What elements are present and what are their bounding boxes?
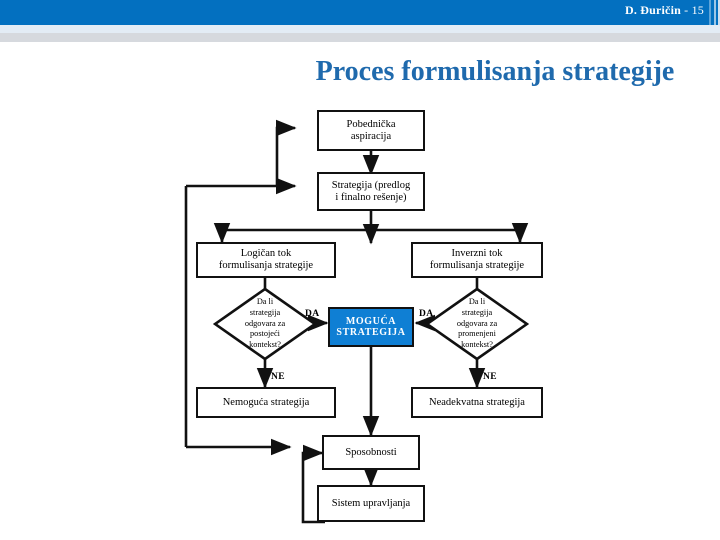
header-author: D. Đuričin: [624, 3, 681, 17]
node-line: Neadekvatna strategija: [429, 396, 525, 408]
header-notch-line: [709, 0, 711, 25]
node-line: Da li: [256, 297, 274, 307]
node-line: aspiracija: [350, 130, 392, 142]
node-line: strategija: [249, 308, 281, 318]
header-notch-line: [718, 0, 720, 25]
edge-label-da-right: DA: [419, 309, 434, 319]
edge-label-ne-left: NE: [271, 372, 285, 382]
header-notch-line: [714, 0, 716, 25]
node-line: postojeći: [250, 329, 280, 339]
node-nemoguca-strategija[interactable]: Nemoguća strategija: [196, 387, 336, 418]
node-line: Da li: [468, 297, 486, 307]
node-line: Inverzni tok: [451, 248, 503, 260]
node-pobednicka-aspiracija[interactable]: Pobednička aspiracija: [317, 110, 425, 151]
header-page-number: 15: [691, 3, 704, 17]
node-line: Nemoguća strategija: [222, 396, 310, 408]
node-sistem-upravljanja[interactable]: Sistem upravljanja: [317, 485, 425, 522]
node-line: odgovara za: [244, 318, 286, 328]
edge-label-ne-right: NE: [483, 372, 497, 382]
node-sposobnosti[interactable]: Sposobnosti: [322, 435, 420, 470]
header-author-page: D. Đuričin - 15: [625, 3, 704, 18]
node-line: promenjeni: [458, 329, 496, 339]
decision-diamond-postojeci[interactable]: Da li strategija odgovara za postojeći k…: [221, 290, 309, 358]
node-line: odgovara za: [456, 318, 498, 328]
node-strategija[interactable]: Strategija (predlog i finalno rešenje): [317, 172, 425, 211]
flowchart-diagram: Pobednička aspiracija Strategija (predlo…: [0, 95, 720, 540]
node-line: STRATEGIJA: [336, 327, 406, 338]
node-inverzni-tok[interactable]: Inverzni tok formulisanja strategije: [411, 242, 543, 278]
header-gray-band: [0, 33, 720, 42]
edge-label-da-left: DA: [305, 309, 320, 319]
node-line: MOGUĆA: [345, 315, 397, 327]
node-logican-tok[interactable]: Logičan tok formulisanja strategije: [196, 242, 336, 278]
page-title: Proces formulisanja strategije: [315, 56, 675, 87]
node-line: Sposobnosti: [345, 446, 397, 458]
node-line: Strategija (predlog: [331, 179, 411, 191]
header-light-band: [0, 25, 720, 33]
node-line: i finalno rešenje): [335, 191, 407, 203]
node-line: Logičan tok: [240, 248, 292, 260]
node-line: Pobednička: [346, 118, 396, 130]
node-line: formulisanja strategije: [429, 260, 525, 271]
node-moguca-strategija[interactable]: MOGUĆA STRATEGIJA: [328, 307, 414, 347]
node-line: kontekst?: [461, 339, 493, 349]
node-neadekvatna-strategija[interactable]: Neadekvatna strategija: [411, 387, 543, 418]
header-separator: -: [680, 3, 692, 17]
node-line: formulisanja strategije: [218, 260, 314, 271]
decision-diamond-postojeci-shape: [213, 287, 317, 361]
node-line: strategija: [461, 308, 493, 318]
header-blue-band: [0, 0, 720, 25]
decision-diamond-promenjeni-shape: [425, 287, 529, 361]
node-line: Sistem upravljanja: [331, 497, 411, 509]
node-line: kontekst?: [249, 339, 281, 349]
decision-diamond-promenjeni[interactable]: Da li strategija odgovara za promenjeni …: [433, 290, 521, 358]
